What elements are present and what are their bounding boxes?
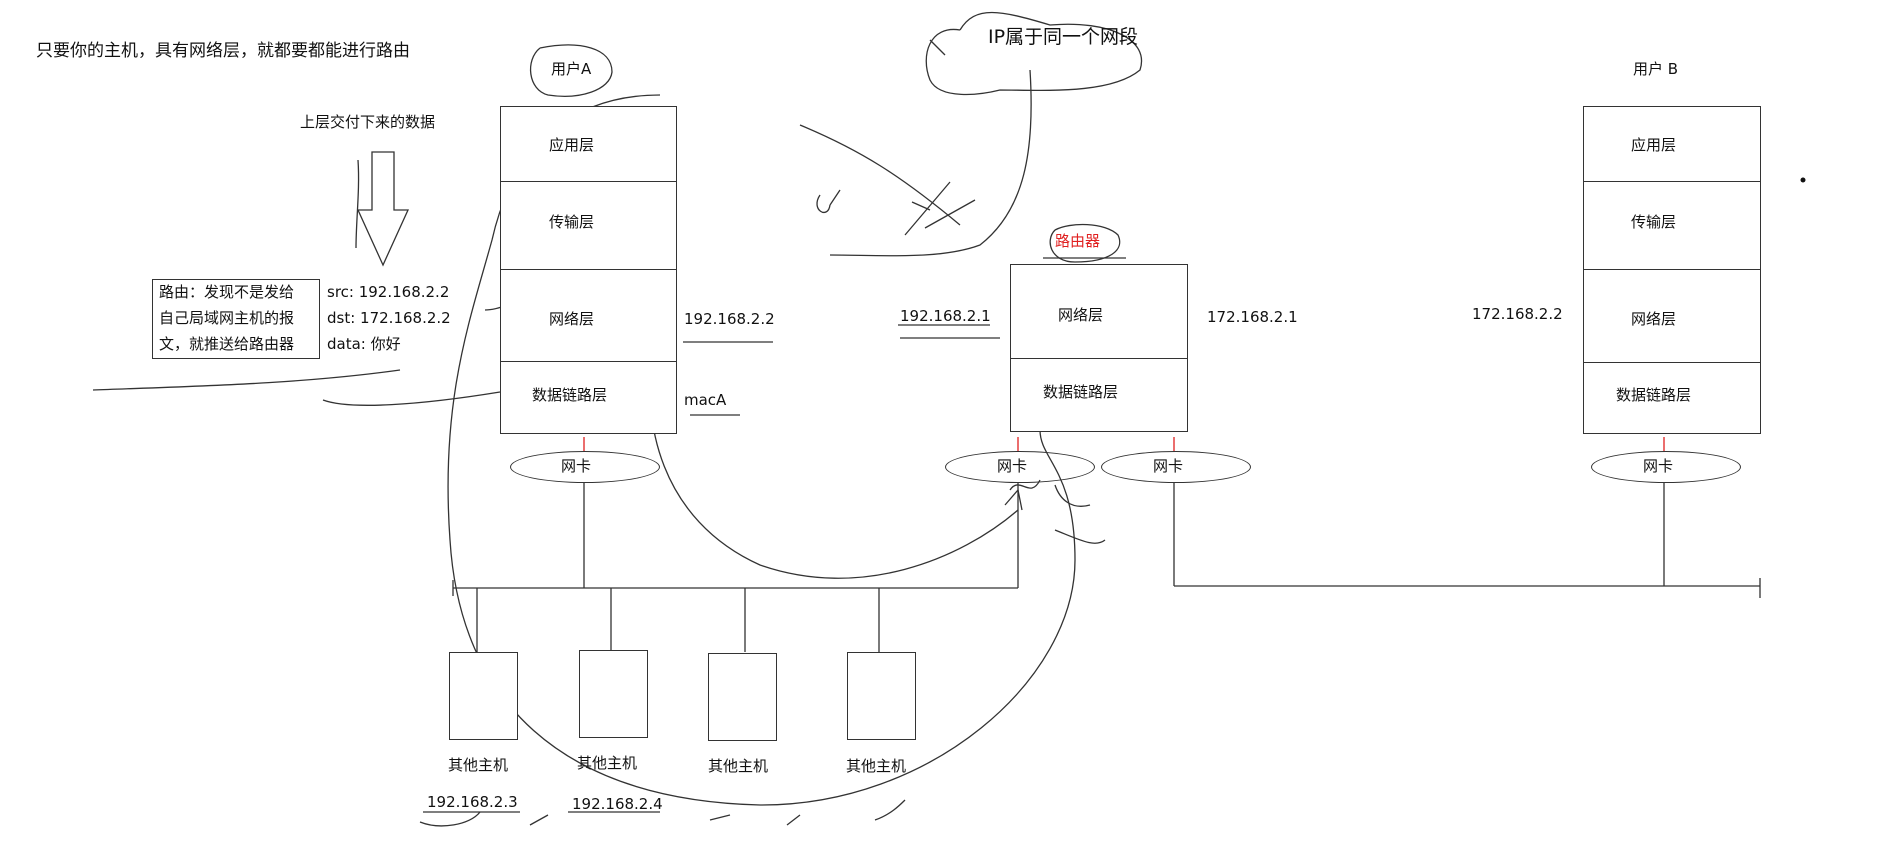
router-nic-left-label: 网卡 bbox=[997, 457, 1028, 475]
host-a-layer-link: 数据链路层 bbox=[532, 386, 608, 404]
other-host-4 bbox=[847, 652, 916, 740]
other-host-4-label: 其他主机 bbox=[846, 757, 907, 775]
top-note: 上层交付下来的数据 bbox=[300, 113, 436, 131]
router-layer-link: 数据链路层 bbox=[1043, 383, 1119, 401]
router-nic-right bbox=[1101, 451, 1251, 483]
router-nic-right-label: 网卡 bbox=[1153, 457, 1184, 475]
host-a-mac: macA bbox=[684, 391, 727, 409]
router-title: 路由器 bbox=[1055, 232, 1101, 250]
routing-note-line-2: 自己局域网主机的报 bbox=[159, 309, 295, 327]
host-a-stack bbox=[500, 106, 677, 434]
routing-note-box bbox=[152, 279, 320, 359]
host-a-ip: 192.168.2.2 bbox=[684, 310, 775, 328]
routing-note-line-1: 路由：发现不是发给 bbox=[159, 283, 295, 301]
sketch-line-left bbox=[355, 159, 360, 249]
packet-src: src: 192.168.2.2 bbox=[327, 283, 450, 301]
other-host-2-ip: 192.168.2.4 bbox=[572, 795, 663, 813]
packet-data: data: 你好 bbox=[327, 335, 401, 353]
sketch-line-ip bbox=[829, 69, 1032, 257]
other-host-2-label: 其他主机 bbox=[577, 754, 638, 772]
sketch-underline-1 bbox=[92, 369, 401, 391]
host-a-nic bbox=[510, 451, 660, 483]
sketch-arc-top bbox=[799, 124, 961, 226]
sketch-bubble-user bbox=[529, 44, 613, 97]
host-a-title: 用户A bbox=[551, 60, 592, 78]
host-b-title: 用户 B bbox=[1633, 60, 1679, 78]
host-a-layer-network: 网络层 bbox=[549, 310, 595, 328]
ip-bubble-text: IP属于同一个网段 bbox=[988, 26, 1139, 48]
host-b-layer-app: 应用层 bbox=[1631, 136, 1677, 154]
host-b-stack bbox=[1583, 106, 1761, 434]
other-host-3 bbox=[708, 653, 777, 741]
router-nic-left bbox=[945, 451, 1095, 483]
host-b-layer-network: 网络层 bbox=[1631, 310, 1677, 328]
other-host-1 bbox=[449, 652, 518, 740]
other-host-1-ip: 192.168.2.3 bbox=[427, 793, 518, 811]
router-stack bbox=[1010, 264, 1188, 432]
sketch-bubble-ip bbox=[925, 11, 1143, 96]
page-heading: 只要你的主机，具有网络层，就都要都能进行路由 bbox=[36, 41, 410, 61]
packet-dst: dst: 172.168.2.2 bbox=[327, 309, 451, 327]
host-b-nic bbox=[1591, 451, 1741, 483]
sketch-underline-2 bbox=[322, 391, 501, 406]
host-b-layer-transport: 传输层 bbox=[1631, 213, 1677, 231]
router-right-ip: 172.168.2.1 bbox=[1207, 308, 1298, 326]
down-arrow-big bbox=[356, 151, 410, 267]
routing-note-line-3: 文，就推送给路由器 bbox=[159, 335, 295, 353]
other-host-2 bbox=[579, 650, 648, 738]
host-b-nic-label: 网卡 bbox=[1643, 457, 1674, 475]
sketch-router-circle bbox=[1049, 223, 1121, 263]
router-left-ip: 192.168.2.1 bbox=[900, 307, 991, 325]
host-a-nic-label: 网卡 bbox=[561, 457, 592, 475]
host-b-layer-link: 数据链路层 bbox=[1616, 386, 1692, 404]
router-layer-network: 网络层 bbox=[1058, 306, 1104, 324]
host-a-layer-app: 应用层 bbox=[549, 136, 595, 154]
other-host-1-label: 其他主机 bbox=[448, 756, 509, 774]
host-a-layer-transport: 传输层 bbox=[549, 213, 595, 231]
other-host-3-label: 其他主机 bbox=[708, 757, 769, 775]
sketch-hash-1 bbox=[904, 181, 976, 236]
sketch-loop bbox=[447, 94, 1076, 806]
host-b-ip: 172.168.2.2 bbox=[1472, 305, 1563, 323]
sketch-letter bbox=[816, 189, 841, 214]
